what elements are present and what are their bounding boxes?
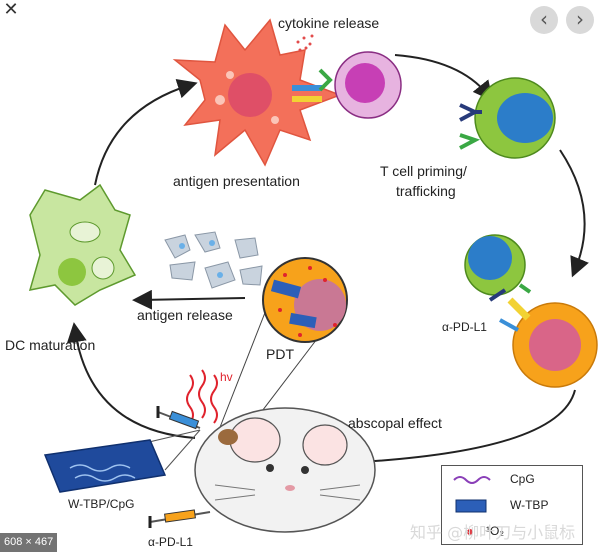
arrow-left: [94, 79, 198, 186]
hv-label: hv: [220, 370, 233, 384]
t-cell-priming-label-line1: T cell priming/: [380, 163, 467, 179]
legend-o2-label: ¹O₂: [486, 524, 504, 538]
watermark: 知乎 @柳叶刀与小鼠标: [410, 523, 576, 542]
apdl1-label-bottom: α-PD-L1: [148, 535, 193, 549]
apdl1-label-right: α-PD-L1: [442, 320, 487, 334]
dendritic-cell: [172, 18, 343, 167]
pdt-zoom-circle: [214, 257, 348, 441]
mouse-illustration: [194, 407, 376, 533]
o2-swatch: [467, 529, 473, 535]
antigen-debris: [164, 231, 263, 289]
t-cell-priming-label-line2: trafficking: [396, 183, 456, 199]
syringe-bottom-icon: [148, 509, 211, 528]
t-cell-tumor-cell-pair: [464, 234, 598, 388]
arrow-bottom-left: [66, 322, 196, 439]
arrow-antigen-release: [132, 289, 246, 310]
next-image-button[interactable]: ›: [566, 6, 594, 34]
close-icon[interactable]: ✕: [3, 0, 19, 20]
legend-wtbp-label: W-TBP: [510, 498, 549, 512]
t-cell: [334, 51, 402, 119]
arrow-right: [559, 149, 589, 278]
mature-dc-cell: [28, 183, 137, 306]
syringe-top-icon: [156, 406, 201, 430]
image-dimensions-badge: 608 × 467: [0, 533, 58, 552]
cytokine-release-label: cytokine release: [278, 15, 380, 31]
legend-cpg-label: CpG: [510, 472, 535, 486]
antigen-presentation-label: antigen presentation: [173, 173, 300, 189]
arrow-top-right: [394, 54, 494, 102]
arrow-bottom-right: [352, 389, 576, 472]
cpg-swatch: [453, 476, 491, 484]
dc-maturation-label: DC maturation: [5, 337, 96, 353]
wtbp-cpg-sheet: [43, 439, 167, 493]
prev-image-button[interactable]: ‹: [530, 6, 558, 34]
tcr-complex: [292, 68, 333, 102]
wtbp-cpg-label: W-TBP/CpG: [68, 497, 135, 511]
abscopal-effect-label: abscopal effect: [348, 415, 442, 431]
legend: CpG W-TBP ¹O₂: [441, 465, 583, 545]
antigen-release-label: antigen release: [137, 307, 233, 323]
wtbp-swatch: [455, 499, 487, 513]
primed-t-cell: [459, 77, 556, 159]
pdt-label: PDT: [266, 346, 294, 362]
cytokine-dots: [296, 34, 314, 52]
legend-swatches: [453, 476, 491, 535]
light-waves-icon: [186, 369, 218, 424]
